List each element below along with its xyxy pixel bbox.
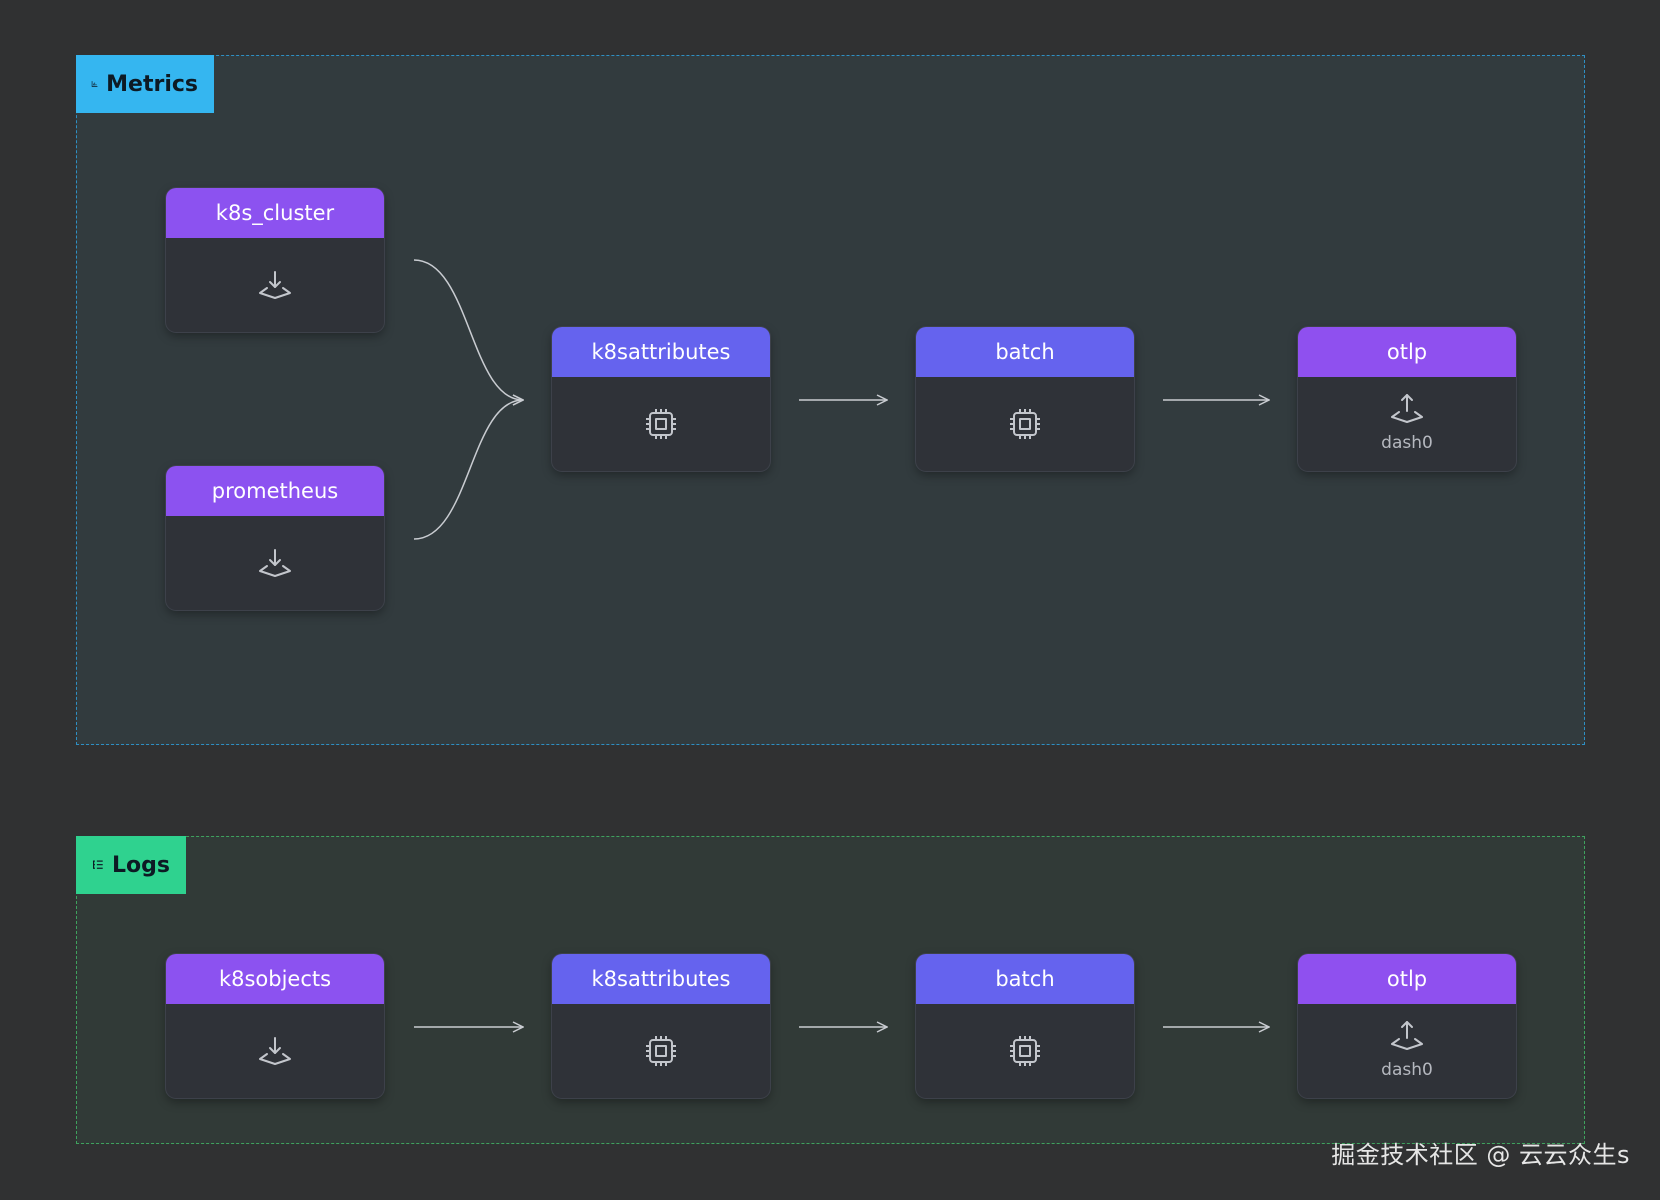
- node-logs-processor-k8sattributes[interactable]: k8sattributes: [552, 954, 770, 1098]
- node-metrics-exporter-otlp[interactable]: otlp dash0: [1298, 327, 1516, 471]
- node-metrics-receiver-k8s-cluster[interactable]: k8s_cluster: [166, 188, 384, 332]
- upload-icon: [1391, 394, 1423, 423]
- exporter-destination: dash0: [1381, 433, 1433, 453]
- download-icon: [259, 271, 291, 299]
- list-tree-icon: [92, 860, 103, 869]
- download-icon: [259, 1037, 291, 1065]
- logs-group-label: Logs: [112, 852, 170, 878]
- node-title: prometheus: [166, 466, 384, 516]
- logs-group-tag: Logs: [76, 836, 186, 894]
- node-logs-processor-batch[interactable]: batch: [916, 954, 1134, 1098]
- node-title: otlp: [1298, 954, 1516, 1004]
- node-title: k8sattributes: [552, 954, 770, 1004]
- download-icon: [259, 549, 291, 577]
- bar-chart-icon: [91, 81, 98, 87]
- node-title: k8sobjects: [166, 954, 384, 1004]
- node-metrics-receiver-prometheus[interactable]: prometheus: [166, 466, 384, 610]
- node-logs-exporter-otlp[interactable]: otlp dash0: [1298, 954, 1516, 1098]
- node-metrics-processor-k8sattributes[interactable]: k8sattributes: [552, 327, 770, 471]
- node-title: k8sattributes: [552, 327, 770, 377]
- node-title: k8s_cluster: [166, 188, 384, 238]
- chip-icon: [1010, 409, 1040, 439]
- watermark: 掘金技术社区 @ 云云众生s: [1331, 1141, 1630, 1169]
- chip-icon: [1010, 1036, 1040, 1066]
- exporter-destination: dash0: [1381, 1060, 1433, 1080]
- node-logs-receiver-k8sobjects[interactable]: k8sobjects: [166, 954, 384, 1098]
- node-title: otlp: [1298, 327, 1516, 377]
- node-title: batch: [916, 954, 1134, 1004]
- upload-icon: [1391, 1021, 1423, 1050]
- metrics-group-label: Metrics: [106, 71, 198, 97]
- metrics-group-tag: Metrics: [76, 55, 214, 113]
- node-metrics-processor-batch[interactable]: batch: [916, 327, 1134, 471]
- node-title: batch: [916, 327, 1134, 377]
- chip-icon: [646, 409, 676, 439]
- chip-icon: [646, 1036, 676, 1066]
